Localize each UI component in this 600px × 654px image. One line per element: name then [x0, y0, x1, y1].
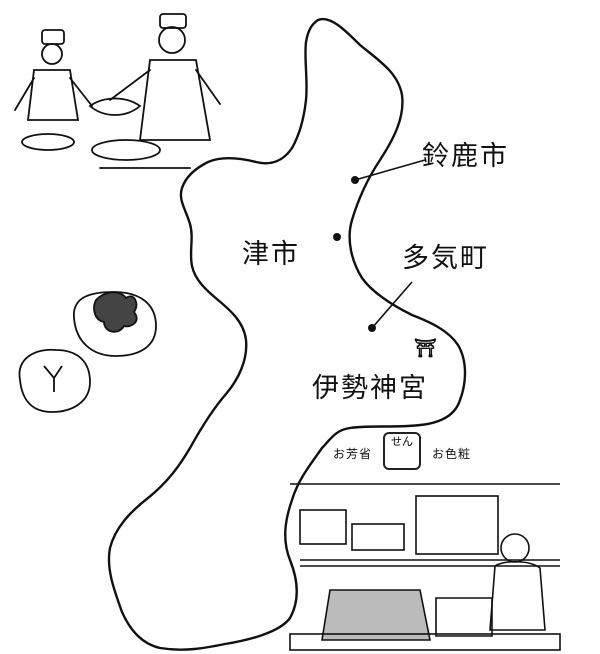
place-label-taki: 多気町 — [402, 243, 489, 274]
shop-sign-left: お芳省 — [333, 447, 373, 461]
tsu-dot — [333, 233, 341, 241]
shop-sign-right: お色粧 — [432, 447, 472, 461]
torii-icon: ⛩ — [414, 338, 437, 359]
taki-leader — [371, 281, 413, 329]
chefs-cooking-icon — [14, 13, 221, 169]
shop-front-icon — [289, 483, 561, 651]
shop-sign-logo: せん — [383, 432, 421, 470]
suzuka-leader — [354, 159, 426, 181]
place-label-suzuka: 鈴鹿市 — [422, 141, 509, 172]
place-label-tsu: 津市 — [242, 239, 300, 270]
place-label-ise: 伊勢神宮 — [312, 373, 428, 404]
prefecture-outline — [107, 17, 467, 651]
shop-sign-center: せん — [391, 435, 413, 448]
persimmon-icon — [18, 291, 157, 413]
